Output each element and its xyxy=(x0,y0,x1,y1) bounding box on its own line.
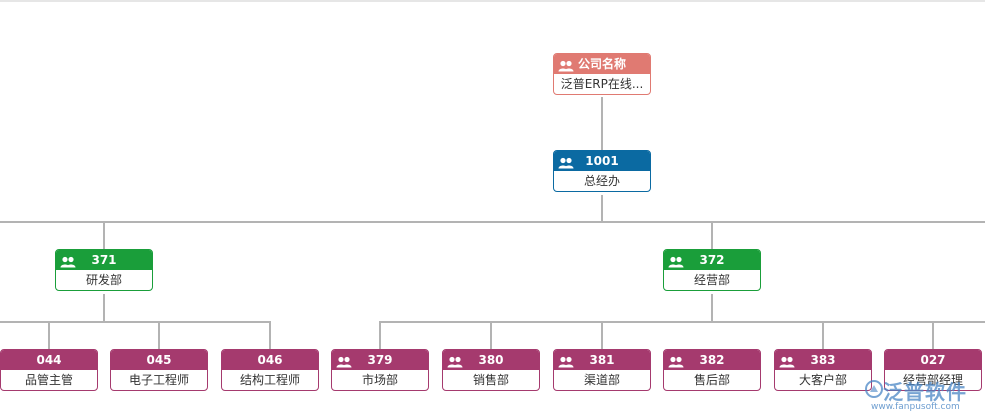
connector xyxy=(932,322,934,349)
node-name: 售后部 xyxy=(693,373,730,387)
connector xyxy=(103,222,105,249)
node-header: 383 xyxy=(775,350,871,370)
people-icon xyxy=(558,155,574,169)
node-header: 044 xyxy=(1,350,97,370)
watermark-url: www.fanpusoft.com xyxy=(871,402,960,412)
people-icon xyxy=(336,354,352,368)
node-code: 1001 xyxy=(585,154,619,168)
node-name: 电子工程师 xyxy=(128,373,189,387)
connector xyxy=(490,322,492,349)
people-icon xyxy=(668,254,684,268)
org-node-045[interactable]: 045 电子工程师 xyxy=(110,349,208,391)
node-header: 045 xyxy=(111,350,207,370)
org-node-company[interactable]: 公司名称 泛普ERP在线... xyxy=(553,53,651,95)
org-node-046[interactable]: 046 结构工程师 xyxy=(221,349,319,391)
node-header: 公司名称 xyxy=(554,54,650,74)
node-header: 382 xyxy=(664,350,760,370)
top-divider xyxy=(0,0,985,2)
connector xyxy=(0,321,271,323)
node-name: 品管主管 xyxy=(24,373,73,387)
org-node-ops[interactable]: 372 经营部 xyxy=(663,249,761,291)
node-header: 371 xyxy=(56,250,152,270)
org-node-rnd[interactable]: 371 研发部 xyxy=(55,249,153,291)
connector xyxy=(103,294,105,322)
connector xyxy=(601,97,603,150)
node-header: 381 xyxy=(554,350,650,370)
node-code: 045 xyxy=(146,353,172,367)
people-icon xyxy=(558,58,574,72)
watermark-brand: 泛普软件 xyxy=(883,380,967,404)
connector xyxy=(269,322,271,349)
connector xyxy=(379,321,985,323)
connector xyxy=(601,195,603,222)
node-code: 372 xyxy=(699,253,725,267)
node-name: 市场部 xyxy=(361,373,398,387)
node-name: 泛普ERP在线... xyxy=(560,77,644,91)
node-header: 027 xyxy=(885,350,981,370)
node-code: 公司名称 xyxy=(577,57,626,71)
org-node-044[interactable]: 044 品管主管 xyxy=(0,349,98,391)
node-code: 044 xyxy=(36,353,62,367)
connector xyxy=(711,294,713,322)
people-icon xyxy=(60,254,76,268)
node-code: 371 xyxy=(91,253,117,267)
people-icon xyxy=(668,354,684,368)
node-code: 382 xyxy=(699,353,725,367)
connector xyxy=(158,322,160,349)
connector xyxy=(711,222,713,249)
org-node-383[interactable]: 383 大客户部 xyxy=(774,349,872,391)
node-header: 380 xyxy=(443,350,539,370)
node-name: 销售部 xyxy=(472,373,509,387)
people-icon xyxy=(779,354,795,368)
org-node-379[interactable]: 379 市场部 xyxy=(331,349,429,391)
node-name: 渠道部 xyxy=(583,373,620,387)
node-code: 380 xyxy=(478,353,504,367)
node-code: 383 xyxy=(810,353,836,367)
connector xyxy=(601,322,603,349)
node-name: 大客户部 xyxy=(798,373,847,387)
node-header: 379 xyxy=(332,350,428,370)
node-name: 经营部 xyxy=(693,273,730,287)
org-node-381[interactable]: 381 渠道部 xyxy=(553,349,651,391)
connector xyxy=(822,322,824,349)
watermark: 泛普软件 www.fanpusoft.com xyxy=(865,378,977,412)
connector xyxy=(0,221,985,223)
node-name: 总经办 xyxy=(583,174,620,188)
people-icon xyxy=(558,354,574,368)
people-icon xyxy=(447,354,463,368)
org-node-382[interactable]: 382 售后部 xyxy=(663,349,761,391)
node-header: 1001 xyxy=(554,151,650,171)
node-name: 研发部 xyxy=(85,273,122,287)
node-code: 046 xyxy=(257,353,283,367)
node-code: 379 xyxy=(367,353,393,367)
connector xyxy=(48,322,50,349)
org-node-380[interactable]: 380 销售部 xyxy=(442,349,540,391)
node-name: 结构工程师 xyxy=(239,373,300,387)
org-node-office[interactable]: 1001 总经办 xyxy=(553,150,651,192)
node-header: 372 xyxy=(664,250,760,270)
connector xyxy=(379,322,381,349)
org-node-027[interactable]: 027 经营部经理 xyxy=(884,349,982,391)
node-code: 381 xyxy=(589,353,615,367)
node-code: 027 xyxy=(920,353,946,367)
node-header: 046 xyxy=(222,350,318,370)
brand-logo-icon xyxy=(865,380,883,398)
